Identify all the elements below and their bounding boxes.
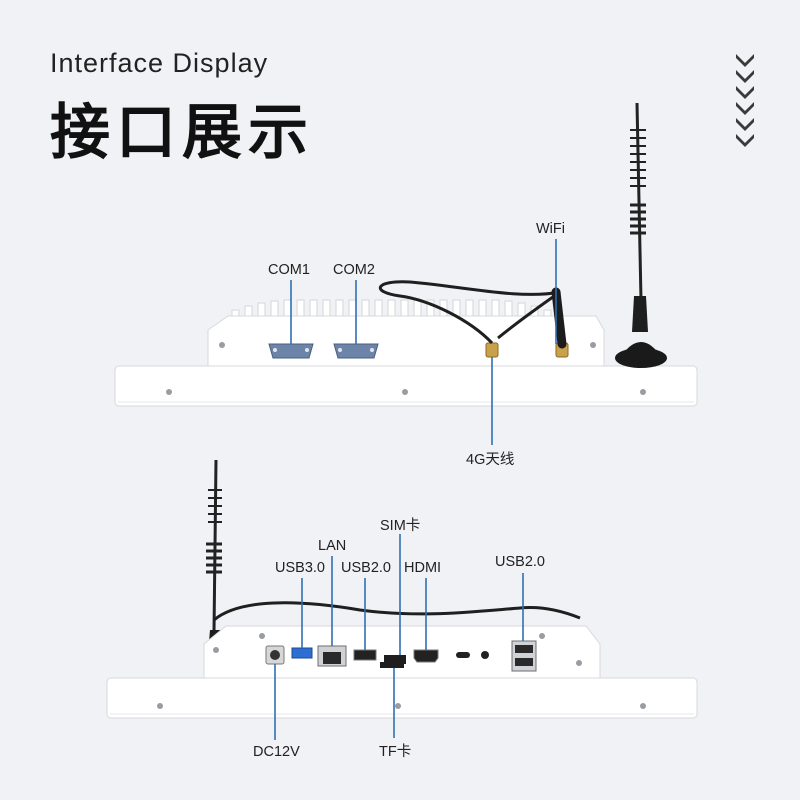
typec-port [456, 652, 470, 658]
label-com1: COM1 [268, 262, 310, 278]
antenna-cable [378, 280, 561, 345]
label-4g-antenna: 4G天线 [466, 452, 515, 468]
front-panel [114, 365, 698, 407]
external-antenna [615, 102, 667, 368]
label-usb20-left: USB2.0 [341, 560, 391, 576]
pointer-lines-top [290, 239, 557, 445]
label-hdmi: HDMI [404, 560, 442, 576]
tf-slot [380, 662, 404, 668]
label-usb20-right: USB2.0 [495, 554, 545, 570]
label-lan: LAN [318, 538, 347, 554]
label-dc12v: DC12V [253, 744, 300, 760]
pointer-lines-bottom [274, 534, 524, 740]
page-title: 接口展示 [50, 98, 314, 168]
com2-port [333, 343, 379, 359]
subtitle: Interface Display [50, 48, 269, 78]
cable-bottom [213, 601, 581, 622]
label-sim: SIM卡 [380, 518, 421, 534]
label-tf: TF卡 [379, 744, 412, 760]
wifi-stub-antenna [551, 287, 567, 349]
round-button [481, 651, 489, 659]
label-wifi: WiFi [536, 221, 565, 237]
usb20-right-port [511, 640, 537, 672]
label-com2: COM2 [333, 262, 375, 278]
hdmi-port [413, 649, 439, 663]
chevron-down-icon [736, 54, 754, 147]
lan-port [317, 645, 347, 667]
dc-jack [265, 645, 285, 665]
usb30-port [291, 647, 313, 659]
front-panel-bottom [106, 677, 698, 719]
label-usb30: USB3.0 [275, 560, 325, 576]
com1-port [268, 343, 314, 359]
sim-slot [384, 655, 406, 664]
usb20-left-port [353, 649, 377, 661]
